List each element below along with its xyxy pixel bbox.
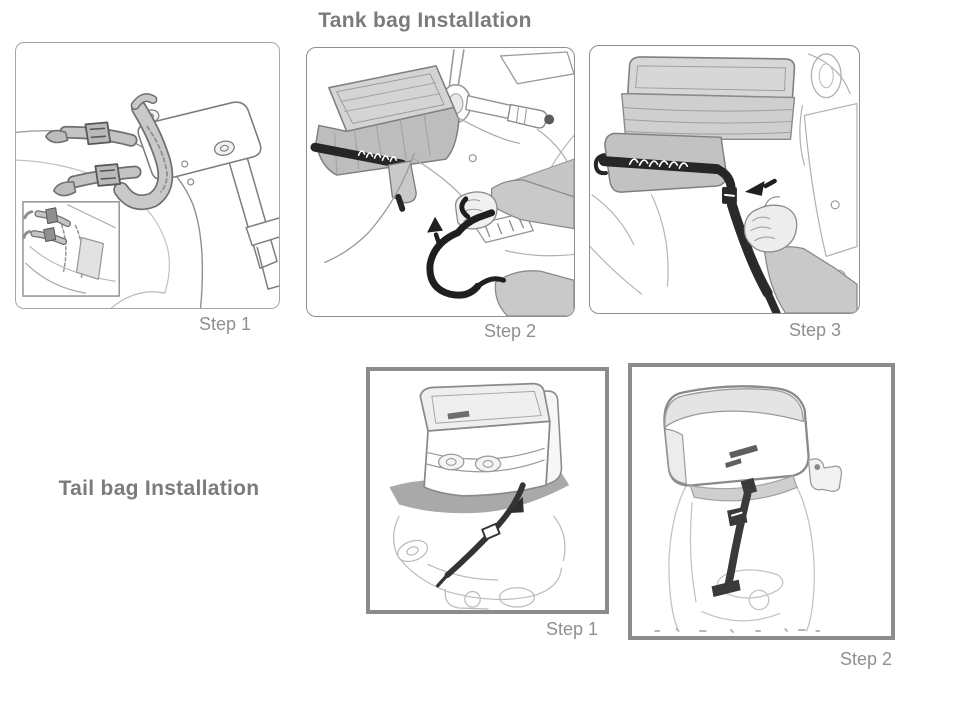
upper-strap (44, 121, 138, 147)
tail-step-2-label: Step 2 (839, 649, 893, 669)
tank-step-1-panel (15, 42, 280, 309)
up-arrow-icon (427, 216, 443, 249)
tank-step-1-label: Step 1 (198, 314, 252, 334)
tail-section-title: Tail bag Installation (58, 477, 260, 500)
strap (436, 482, 526, 588)
tail-bag (419, 382, 563, 497)
arm-and-hand (743, 196, 858, 313)
tail-step-2-illustration (654, 385, 843, 633)
tail-step-1-label: Step 1 (545, 619, 599, 639)
tank-step-3-panel (589, 45, 860, 314)
cropped-caption-remnant (654, 628, 821, 633)
tank-step-3-illustration (590, 53, 858, 313)
rear-body-sketch (668, 479, 815, 632)
tank-step-1-illustration (16, 93, 279, 308)
buckle-strap (593, 153, 781, 313)
strap (711, 477, 758, 598)
tail-step-1-panel (366, 367, 609, 614)
tank-bag (315, 65, 460, 176)
arm-and-hand (454, 179, 574, 316)
tank-step-3-label: Step 3 (788, 320, 842, 340)
tank-step-2-label: Step 2 (483, 321, 537, 341)
tail-bag (663, 385, 810, 502)
tank-step-2-panel (306, 47, 575, 317)
tank-step-2-illustration (310, 49, 574, 316)
down-arrow-icon (507, 496, 524, 514)
tail-step-1-illustration (389, 382, 570, 610)
tank-section-title: Tank bag Installation (318, 9, 532, 32)
seat-sketch (393, 515, 566, 610)
tail-step-2-panel (628, 363, 895, 640)
press-arrow-icon (744, 178, 777, 196)
lower-strap (52, 163, 142, 197)
mount-bracket (807, 458, 843, 492)
step1-inset-detail (22, 201, 121, 297)
